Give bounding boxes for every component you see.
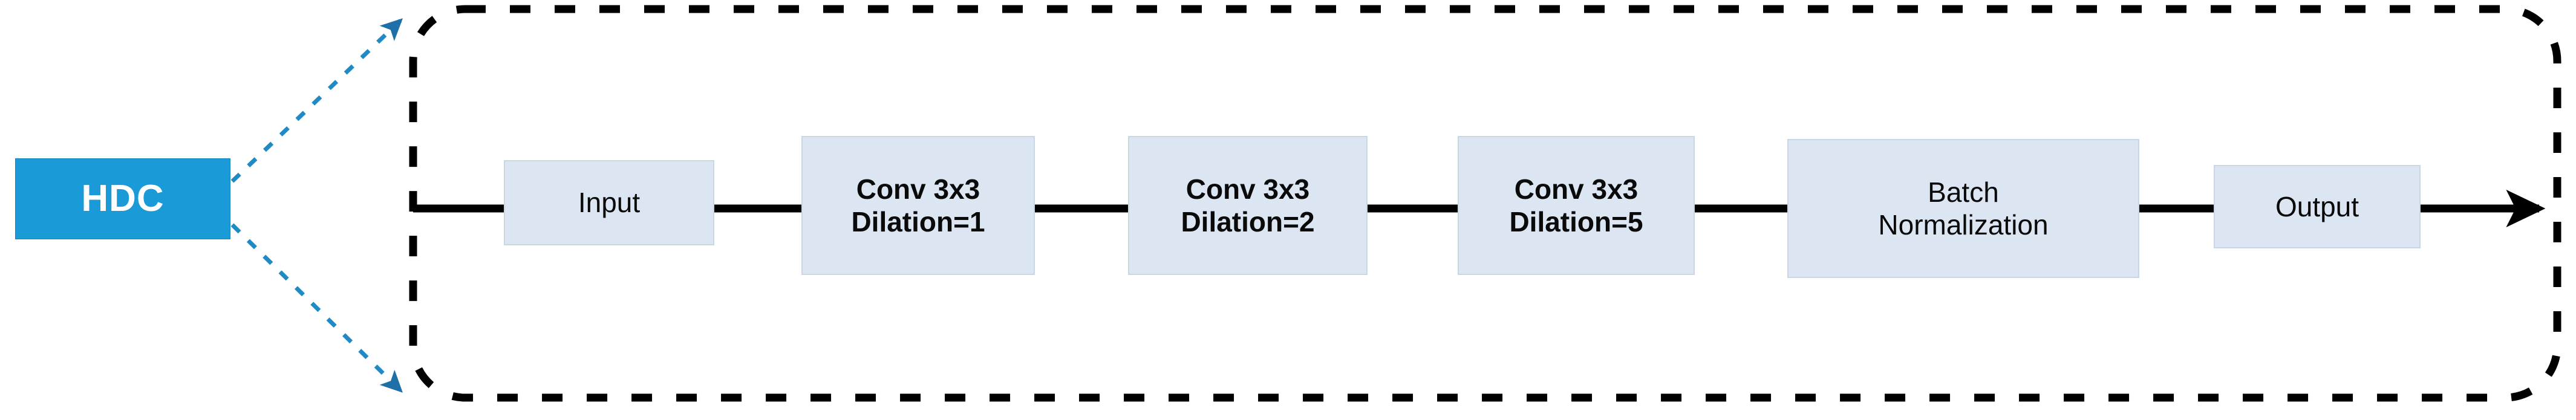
stage-box-input[interactable]: Input xyxy=(504,160,714,245)
stage-label-conv1: Conv 3x3 Dilation=1 xyxy=(851,173,985,237)
expand-arrow-top xyxy=(230,18,403,183)
stage-label-batchnorm: Batch Normalization xyxy=(1878,176,2049,241)
stage-box-conv1[interactable]: Conv 3x3 Dilation=1 xyxy=(801,136,1035,275)
stage-label-conv2: Conv 3x3 Dilation=2 xyxy=(1181,173,1315,237)
hdc-label: HDC xyxy=(81,178,165,219)
stage-box-output[interactable]: Output xyxy=(2214,165,2421,248)
stage-box-conv2[interactable]: Conv 3x3 Dilation=2 xyxy=(1128,136,1368,275)
hdc-module-container xyxy=(409,5,2561,402)
stage-label-conv3: Conv 3x3 Dilation=5 xyxy=(1509,173,1643,237)
expand-arrow-bottom xyxy=(230,223,403,393)
stage-label-output: Output xyxy=(2275,190,2359,222)
stage-label-input: Input xyxy=(578,187,641,219)
hdc-module-label-box[interactable]: HDC xyxy=(15,158,230,239)
stage-box-conv3[interactable]: Conv 3x3 Dilation=5 xyxy=(1458,136,1695,275)
stage-box-batchnorm[interactable]: Batch Normalization xyxy=(1787,139,2139,278)
